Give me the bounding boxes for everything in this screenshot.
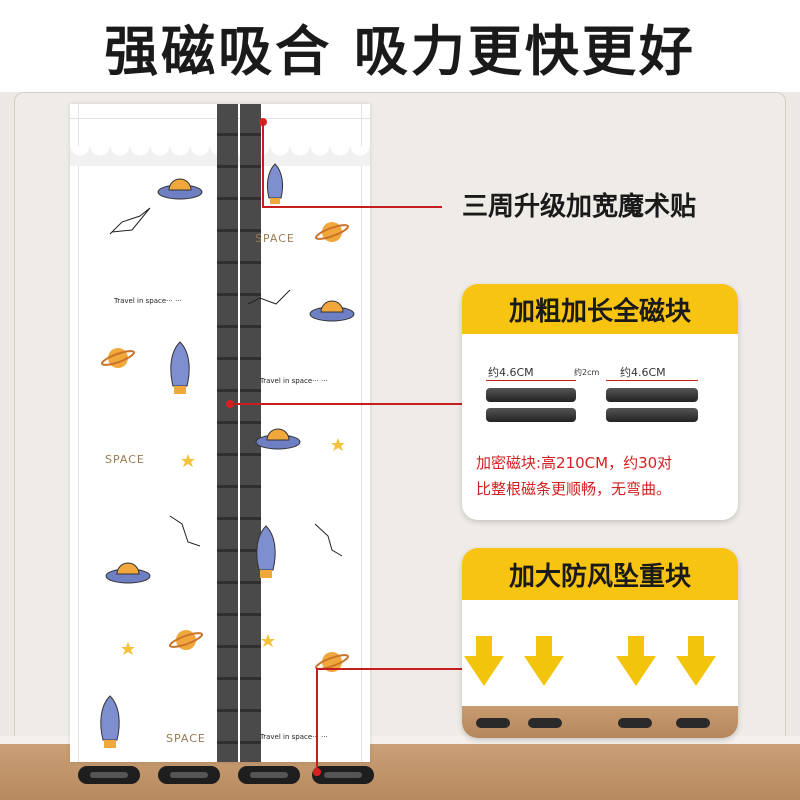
planet-icon — [314, 222, 350, 242]
arrow-down-icon — [476, 636, 492, 656]
star-icon — [121, 642, 135, 655]
weight-pad — [528, 718, 562, 728]
star-icon — [181, 454, 195, 467]
callout-line-velcro-v — [262, 122, 264, 208]
magnet-card-title: 加粗加长全磁块 — [462, 284, 738, 334]
floor-weight-pad — [78, 766, 140, 784]
weight-card-title: 加大防风坠重块 — [462, 548, 738, 600]
rocket-icon — [266, 163, 284, 204]
callout-line-weight-h — [316, 668, 462, 670]
floor-weight-pad — [238, 766, 300, 784]
arrow-down-icon — [536, 636, 552, 656]
dim-left-line — [486, 380, 576, 381]
constellation-icon — [169, 515, 201, 547]
weight-feature-card: 加大防风坠重块 — [462, 548, 738, 738]
magnet-feature-card: 加粗加长全磁块 约4.6CM 约2cm 约4.6CM 加密磁块:高210CM，约… — [462, 284, 738, 520]
magnet-block — [486, 388, 576, 402]
headline: 强磁吸合 吸力更快更好 — [0, 0, 800, 92]
velcro-edge-left — [78, 104, 79, 762]
magnetic-curtain: SPACE SPACE SPACE Travel in space··· ···… — [70, 104, 370, 762]
dim-right-label: 约4.6CM — [620, 366, 666, 379]
print-travel-1: Travel in space··· ··· — [114, 297, 182, 305]
dim-right-line — [606, 380, 698, 381]
print-space-3: SPACE — [166, 732, 206, 745]
magnet-block — [486, 408, 576, 422]
floor-weight-pad — [158, 766, 220, 784]
callout-line-weight-v — [316, 668, 318, 772]
weight-detail-scene — [462, 600, 738, 738]
print-travel-3: Travel in space··· ··· — [260, 733, 328, 741]
planet-icon — [168, 630, 204, 650]
callout-line-velcro-h — [262, 206, 442, 208]
magnet-strip-right — [240, 104, 261, 762]
floor-weight-pad — [312, 766, 374, 784]
magnet-block — [606, 408, 698, 422]
magnet-block — [606, 388, 698, 402]
weight-pad — [618, 718, 652, 728]
callout-dot-weight — [313, 768, 321, 776]
arrow-down-icon — [688, 636, 704, 656]
star-icon — [261, 634, 275, 647]
ufo-icon — [105, 562, 151, 584]
arrow-down-icon — [676, 656, 716, 686]
ufo-icon — [157, 178, 203, 200]
arrow-down-icon — [616, 656, 656, 686]
magnet-strip-left — [217, 104, 238, 762]
print-travel-2: Travel in space··· ··· — [260, 377, 328, 385]
star-icon — [331, 438, 345, 451]
magnet-desc-line1: 加密磁块:高210CM，约30对 — [476, 454, 673, 472]
constellation-icon — [109, 207, 151, 235]
velcro-upgrade-label: 三周升级加宽魔术贴 — [462, 192, 697, 222]
arrow-down-icon — [524, 656, 564, 686]
ufo-icon — [309, 300, 355, 322]
weight-pad — [676, 718, 710, 728]
constellation-icon — [314, 523, 343, 557]
arrow-down-icon — [464, 656, 504, 686]
weight-pad — [476, 718, 510, 728]
ufo-icon — [255, 428, 301, 450]
rocket-icon — [170, 341, 190, 394]
rocket-icon — [256, 525, 276, 578]
planet-icon — [314, 652, 350, 672]
print-space-2: SPACE — [105, 453, 145, 466]
velcro-edge-right — [361, 104, 362, 762]
dim-left-label: 约4.6CM — [488, 366, 534, 379]
magnet-desc-line2: 比整根磁条更顺畅，无弯曲。 — [476, 480, 672, 498]
space-illustrations — [100, 163, 355, 748]
callout-line-magnet — [230, 403, 462, 405]
planet-icon — [100, 348, 136, 368]
print-space-1: SPACE — [255, 232, 295, 245]
arrow-down-icon — [628, 636, 644, 656]
constellation-icon — [247, 289, 291, 305]
baseboard — [0, 736, 800, 746]
rocket-icon — [100, 695, 120, 748]
dim-gap-label: 约2cm — [574, 368, 600, 377]
